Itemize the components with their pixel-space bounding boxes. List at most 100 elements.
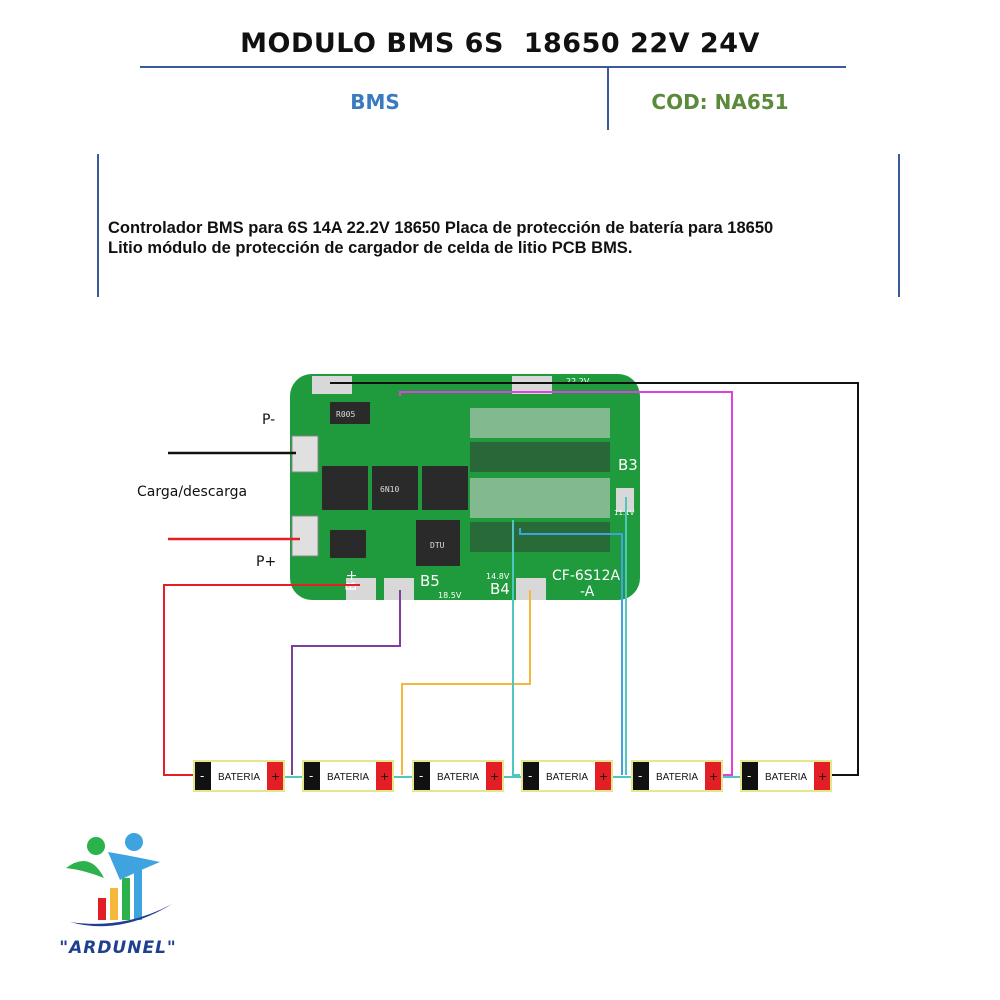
wire-blue [519, 528, 623, 775]
label-charge-discharge: Carga/descarga [137, 484, 248, 500]
header-divider [140, 66, 846, 68]
header-column-divider [607, 68, 609, 130]
logo-arm-blue [108, 852, 160, 880]
product-code: COD: NA651 [651, 90, 789, 114]
battery-positive-sign: + [490, 770, 499, 783]
diode [330, 530, 366, 558]
logo-bar-4 [134, 870, 142, 920]
description-border-left [97, 154, 99, 297]
battery: - + BATERIA [521, 760, 613, 792]
ardunel-logo [66, 833, 172, 927]
battery-positive-sign: + [818, 770, 827, 783]
description-line-1: Controlador BMS para 6S 14A 22.2V 18650 … [108, 219, 774, 237]
logo-text: "ARDUNEL" [59, 938, 177, 958]
logo-head-green [87, 837, 105, 855]
label-b4: B4 [490, 580, 510, 598]
logo-swoosh [70, 904, 172, 927]
battery: - + BATERIA [302, 760, 394, 792]
product-description: Controlador BMS para 6S 14A 22.2V 18650 … [108, 218, 898, 258]
battery-label: BATERIA [656, 772, 698, 783]
pad-b4 [516, 578, 546, 600]
connector-p-minus [291, 435, 319, 473]
battery-label: BATERIA [546, 772, 588, 783]
page-title: MODULO BMS 6S 18650 22V 24V [240, 28, 760, 59]
component-array-mid [470, 442, 610, 472]
battery-positive-terminal [267, 762, 283, 790]
battery-positive-terminal [814, 762, 830, 790]
pad-b5 [384, 578, 414, 600]
battery-negative-terminal [304, 762, 320, 790]
battery-negative-sign: - [747, 769, 751, 783]
chip-label-c: DTU [430, 541, 445, 550]
battery: - + BATERIA [412, 760, 504, 792]
label-v-b4: 14.8V [486, 572, 510, 581]
connector-p-plus [291, 515, 319, 557]
battery-label: BATERIA [218, 772, 260, 783]
battery-positive-terminal [376, 762, 392, 790]
battery-positive-sign: + [709, 770, 718, 783]
label-v-top: 22.2V [566, 377, 590, 386]
label-p-plus: P+ [256, 554, 277, 570]
battery-label: BATERIA [327, 772, 369, 783]
description-border-right [898, 154, 900, 297]
category-label: BMS [350, 90, 400, 114]
shunt-resistor [330, 402, 370, 424]
label-b3: B3 [618, 456, 638, 474]
logo-bar-3 [122, 878, 130, 920]
battery-negative-sign: - [638, 769, 642, 783]
board-model: CF-6S12A [552, 568, 620, 584]
description-line-2: Litio módulo de protección de cargador d… [108, 239, 633, 257]
battery-negative-sign: - [309, 769, 313, 783]
battery-positive-terminal [705, 762, 721, 790]
battery-negative-terminal [523, 762, 539, 790]
label-b5: B5 [420, 572, 440, 590]
battery-label: BATERIA [765, 772, 807, 783]
battery-negative-terminal [742, 762, 758, 790]
wire-cyan [512, 520, 520, 776]
component-array-top [470, 408, 610, 438]
battery-negative-sign: - [528, 769, 532, 783]
battery-pack: - + BATERIA - + BATERIA - + BATERIA - + BATERIA - + BA… [193, 760, 832, 792]
wire-black-top [330, 382, 859, 776]
label-b-plus: B+ [344, 570, 360, 591]
wire-red-bplus [163, 584, 360, 776]
battery-label: BATERIA [437, 772, 479, 783]
wire-magenta [399, 391, 733, 776]
bms-board: B+ B5 B4 B3 18.5V 14.8V 11.1V 22.2V CF-6… [290, 374, 640, 600]
chip-label-a: R005 [336, 410, 355, 419]
battery-positive-terminal [486, 762, 502, 790]
label-v-b3: 11.1V [614, 509, 635, 517]
battery: - + BATERIA [740, 760, 832, 792]
pad-top-2 [512, 376, 552, 394]
logo-bar-1 [98, 898, 106, 920]
pad-top-1 [312, 376, 352, 394]
battery-negative-sign: - [200, 769, 204, 783]
logo-bar-2 [110, 888, 118, 920]
label-v-b5: 18.5V [438, 591, 462, 600]
board-model-suffix: -A [580, 584, 595, 600]
component-array-bottom [470, 478, 610, 518]
mosfet-2 [372, 466, 418, 510]
wire-purple-b5 [291, 590, 401, 775]
battery-negative-sign: - [419, 769, 423, 783]
battery-negative-terminal [633, 762, 649, 790]
battery-positive-terminal [595, 762, 611, 790]
mosfet-3 [422, 466, 468, 510]
battery-positive-sign: + [599, 770, 608, 783]
battery: - + BATERIA [631, 760, 723, 792]
component-array-low [470, 522, 610, 552]
mosfet-4 [416, 520, 460, 566]
battery-negative-terminal [195, 762, 211, 790]
chip-label-b: 6N10 [380, 485, 399, 494]
pad-b-plus [346, 578, 376, 600]
logo-arm-green [66, 860, 104, 878]
battery: - + BATERIA [193, 760, 285, 792]
wire-orange-b4 [401, 590, 531, 775]
battery-positive-sign: + [380, 770, 389, 783]
logo-head-blue [125, 833, 143, 851]
battery-negative-terminal [414, 762, 430, 790]
battery-positive-sign: + [271, 770, 280, 783]
mosfet-1 [322, 466, 368, 510]
label-p-minus: P- [262, 412, 276, 428]
